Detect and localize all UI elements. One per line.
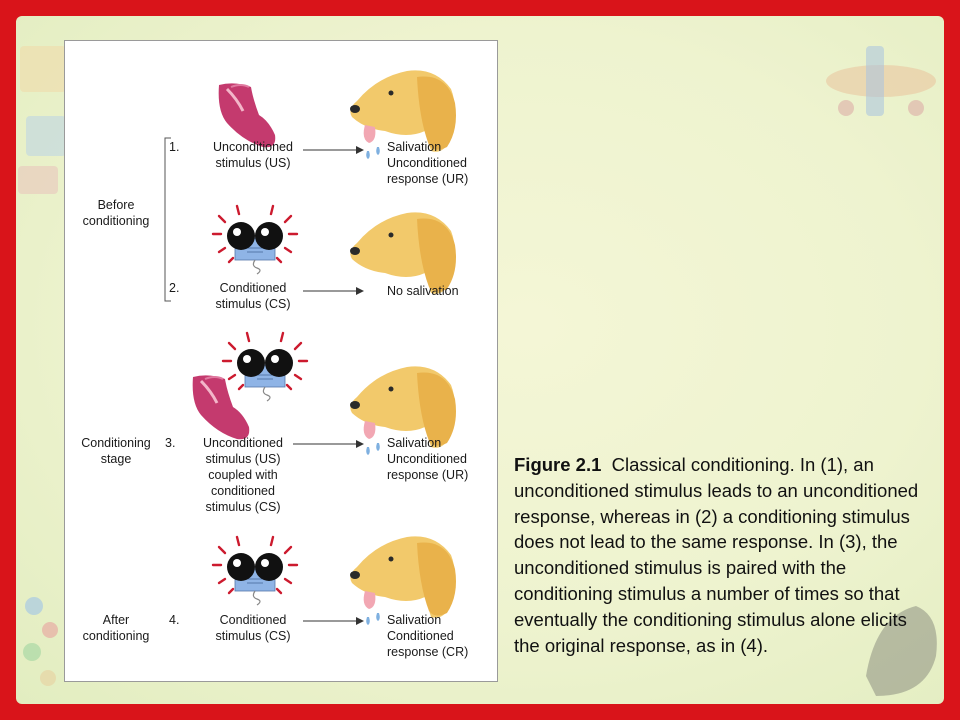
row-number-2: 2. [169,281,180,295]
caption-label: Figure 2.1 [514,454,602,475]
phase-label-after: After conditioning [82,613,150,643]
sneaker-decoration [866,606,937,696]
row-number-1: 1. [169,140,180,154]
row-1-stimulus: Unconditioned stimulus (US) [213,140,293,170]
toy-plane-decoration [826,46,936,116]
row-4-response: Salivation Conditioned response (CR) [387,613,469,659]
figure-artwork [164,70,456,625]
row-2-stimulus: Conditioned stimulus (CS) [215,281,291,311]
row-2-response: No salivation [387,284,459,298]
row-1-response: Salivation Unconditioned response (UR) [387,140,469,186]
row-3-response: Salivation Unconditioned response (UR) [387,436,469,482]
row-4-stimulus: Conditioned stimulus (CS) [215,613,291,643]
classical-conditioning-figure: Before conditioning Conditioning stage A… [64,40,498,682]
figure-caption: Figure 2.1 Classical conditioning. In (1… [514,452,934,658]
row-number-3: 3. [165,436,176,450]
toy-blocks-decoration [18,46,66,194]
row-number-4: 4. [169,613,180,627]
phase-label-before: Before conditioning [82,198,150,228]
row-3-stimulus: Unconditioned stimulus (US) coupled with… [203,436,283,514]
caption-text: Classical conditioning. In (1), an uncon… [514,454,919,656]
marbles-decoration [23,597,58,686]
phase-label-conditioning: Conditioning stage [81,436,151,466]
